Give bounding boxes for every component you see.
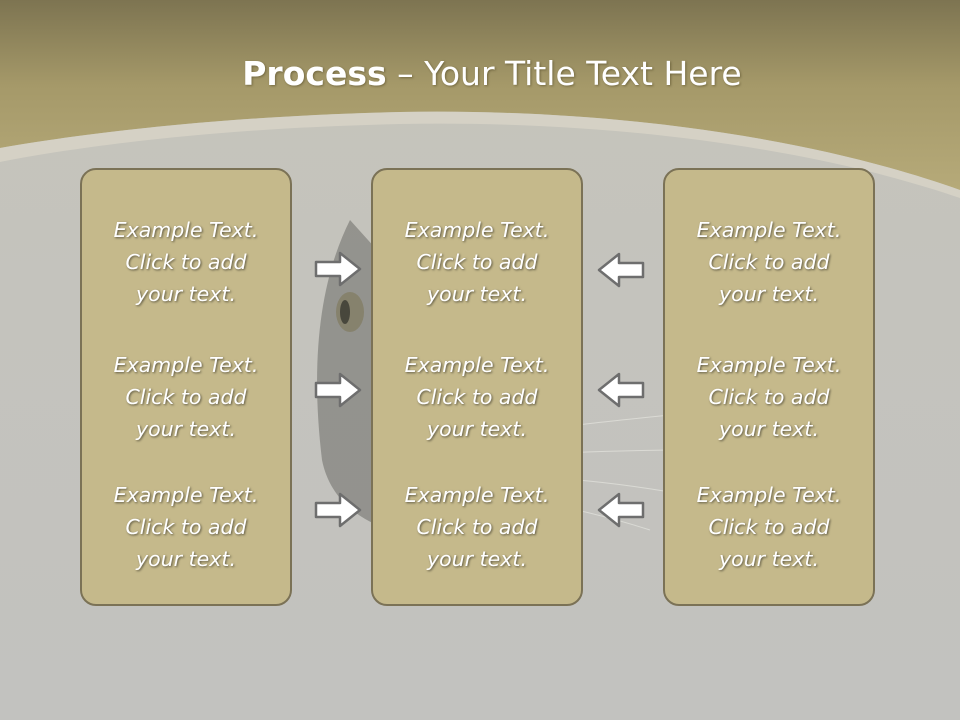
text-placeholder[interactable]: Example Text. Click to add your text. (113, 218, 259, 306)
title-strong: Process (242, 54, 387, 93)
text-placeholder[interactable]: Example Text. Click to add your text. (696, 218, 842, 306)
left-arrow-icon (597, 252, 645, 288)
left-arrow-icon (597, 492, 645, 528)
process-column-center[interactable]: Example Text. Click to add your text. Ex… (371, 168, 583, 606)
title-rest: – Your Title Text Here (386, 54, 742, 93)
text-placeholder[interactable]: Example Text. Click to add your text. (404, 218, 550, 306)
page-title: Process – Your Title Text Here (0, 52, 960, 96)
text-placeholder[interactable]: Example Text. Click to add your text. (404, 483, 550, 571)
process-column-right[interactable]: Example Text. Click to add your text. Ex… (663, 168, 875, 606)
header-banner (0, 0, 960, 198)
text-placeholder[interactable]: Example Text. Click to add your text. (404, 353, 550, 441)
text-placeholder[interactable]: Example Text. Click to add your text. (113, 483, 259, 571)
right-arrow-icon (314, 251, 362, 287)
text-placeholder[interactable]: Example Text. Click to add your text. (696, 483, 842, 571)
text-placeholder[interactable]: Example Text. Click to add your text. (113, 353, 259, 441)
right-arrow-icon (314, 372, 362, 408)
process-column-left[interactable]: Example Text. Click to add your text. Ex… (80, 168, 292, 606)
left-arrow-icon (597, 372, 645, 408)
right-arrow-icon (314, 492, 362, 528)
text-placeholder[interactable]: Example Text. Click to add your text. (696, 353, 842, 441)
